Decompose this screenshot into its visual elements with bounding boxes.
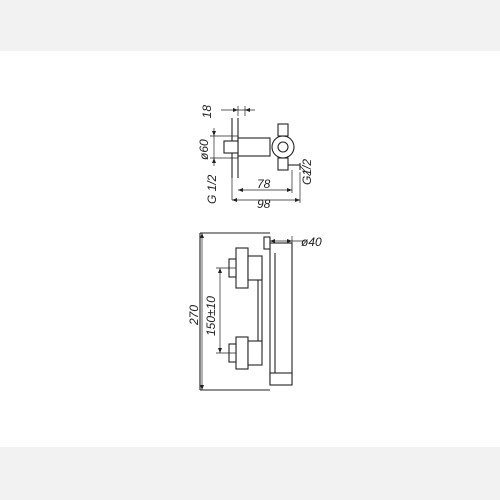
arrow	[270, 239, 275, 243]
top-view: 18 ø60 G 1/2 G1/2 78 98	[197, 105, 314, 211]
drawing-sheet	[0, 51, 500, 447]
outlet-inner-circle	[277, 141, 289, 153]
dim-98-label: 98	[257, 197, 271, 211]
dim-60-label: ø60	[197, 139, 211, 160]
arrow	[212, 158, 216, 163]
dim-40-label: ø40	[301, 235, 322, 249]
top-valve-body	[247, 255, 263, 281]
bottom-valve-body	[247, 340, 263, 366]
arrow	[200, 385, 204, 390]
arrow	[233, 108, 238, 112]
knob-left	[223, 140, 239, 154]
arrow	[218, 348, 222, 353]
arrow	[200, 233, 204, 238]
arrow	[238, 188, 243, 192]
thread-left-label: G 1/2	[205, 174, 219, 204]
dim-270-label: 270	[187, 305, 201, 326]
outlet-circle	[271, 135, 295, 159]
thread-right-leader	[299, 165, 311, 177]
outlet-body	[269, 242, 293, 384]
outlet-pipe	[277, 157, 289, 171]
top-valve-cap	[235, 247, 249, 289]
thread-right-label: G1/2	[300, 159, 314, 185]
dim-150-label: 150±10	[204, 296, 218, 336]
arrow	[212, 131, 216, 136]
arrow	[295, 198, 300, 202]
arrow	[287, 188, 292, 192]
arrow	[287, 239, 292, 243]
top-connector	[263, 236, 271, 250]
outlet-top	[277, 123, 289, 137]
dim-78-label: 78	[257, 177, 271, 191]
arrow	[245, 108, 250, 112]
bottom-valve-cap	[235, 336, 249, 370]
dim-18-label: 18	[200, 105, 214, 119]
arrow	[218, 268, 222, 273]
front-view: ø40 270 150±10	[187, 232, 322, 391]
outlet-bottom	[269, 372, 293, 386]
valve-body	[237, 137, 271, 157]
arrow	[232, 198, 237, 202]
